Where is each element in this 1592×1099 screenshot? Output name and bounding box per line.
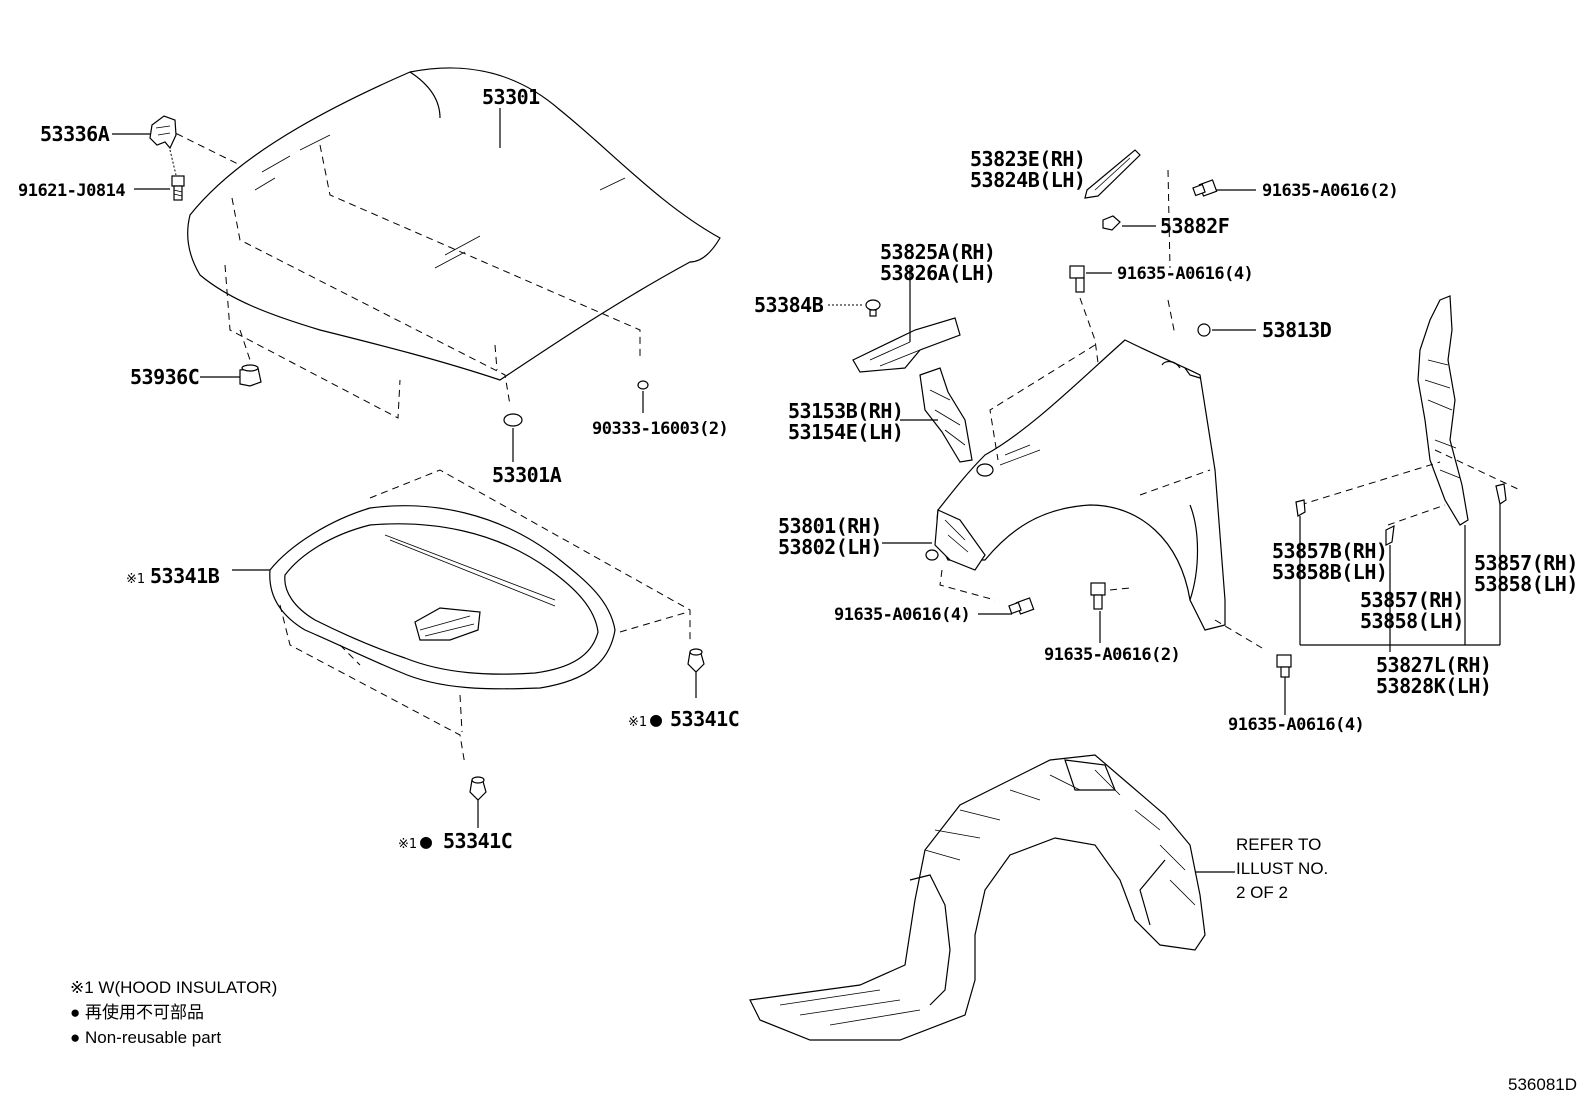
dot-nonreusable-2: ● [420, 829, 432, 853]
hood-grommet[interactable] [503, 413, 523, 427]
fender-nut[interactable] [1102, 215, 1121, 231]
label-53813d: 53813D [1262, 318, 1332, 342]
apron-clip-right[interactable] [1495, 483, 1507, 505]
fender-clip-small[interactable] [865, 299, 881, 317]
label-53826a: 53826A(LH) [880, 261, 995, 285]
label-53882f: 53882F [1160, 214, 1229, 238]
insulator-clip-bottom[interactable] [469, 776, 487, 801]
fender-bolt-lower-mid[interactable] [1090, 582, 1106, 610]
legend-nonreusable-ja: ● 再使用不可部品 [70, 1002, 204, 1022]
legend-nonreusable-en: ● Non-reusable part [70, 1028, 221, 1047]
hood-stay-bracket[interactable] [149, 115, 177, 150]
label-53341c-bottom: 53341C [443, 829, 512, 853]
label-53801: 53801(RH) [778, 514, 882, 538]
label-53153b: 53153B(RH) [788, 399, 903, 423]
fender-bolt-lower-left[interactable] [1008, 597, 1035, 615]
label-53823e: 53823E(RH) [970, 147, 1085, 171]
label-53936c: 53936C [130, 365, 199, 389]
label-53857b: 53857B(RH) [1272, 539, 1387, 563]
front-fender[interactable] [925, 339, 1226, 631]
label-53824b: 53824B(LH) [970, 168, 1085, 192]
label-91621-j0814: 91621-J0814 [18, 181, 125, 201]
label-53336a: 53336A [40, 122, 110, 146]
mark-w-insulator-1: ※1 [126, 572, 145, 587]
apron-clip-mid[interactable] [1385, 524, 1395, 546]
fender-apron-seal[interactable] [1417, 295, 1469, 526]
label-91635-a0616-upper: 91635-A0616(4) [1117, 264, 1253, 284]
label-91635-a0616-lower-mid: 91635-A0616(2) [1044, 645, 1180, 665]
hood-insulator[interactable] [269, 505, 616, 690]
label-53341c-right: 53341C [670, 707, 739, 731]
label-90333-16003: 90333-16003(2) [592, 419, 728, 439]
mark-w-insulator-3: ※1 [398, 837, 417, 852]
label-53858-right: 53858(LH) [1474, 572, 1578, 596]
fender-bolt-lower-right[interactable] [1276, 654, 1292, 678]
fender-liner[interactable] [749, 754, 1206, 1041]
drawing-id: 536081D [1508, 1075, 1577, 1094]
label-53384b: 53384B [754, 293, 824, 317]
label-53802: 53802(LH) [778, 535, 882, 559]
fender-clip[interactable] [1197, 323, 1211, 337]
label-53154e: 53154E(LH) [788, 420, 903, 444]
fender-bracket-side[interactable] [919, 367, 973, 463]
label-53857-mid: 53857(RH) [1360, 588, 1464, 612]
fender-bracket[interactable] [852, 317, 961, 373]
hood-cushion[interactable] [239, 364, 262, 387]
label-53858-mid: 53858(LH) [1360, 609, 1464, 633]
label-53341b: 53341B [150, 564, 220, 588]
hood-panel[interactable] [187, 67, 721, 381]
dot-nonreusable-1: ● [650, 707, 662, 731]
fender-seal[interactable] [1084, 149, 1141, 199]
label-91635-a0616-lower-right: 91635-A0616(4) [1228, 715, 1364, 735]
refer-line-3: 2 OF 2 [1236, 883, 1288, 902]
apron-clip-left[interactable] [1295, 499, 1306, 517]
fender-bolt-upper[interactable] [1069, 265, 1085, 293]
label-53827l: 53827L(RH) [1376, 653, 1491, 677]
label-53301: 53301 [482, 85, 540, 109]
label-53828k: 53828K(LH) [1376, 674, 1491, 698]
label-91635-a0616-lower-left: 91635-A0616(4) [834, 605, 970, 625]
refer-line-2: ILLUST NO. [1236, 859, 1328, 878]
label-91635-a0616-top: 91635-A0616(2) [1262, 181, 1398, 201]
fender-bolt-top[interactable] [1192, 179, 1218, 197]
insulator-clip-right[interactable] [687, 648, 705, 673]
hood-seal[interactable] [637, 380, 649, 390]
label-53301a: 53301A [492, 463, 562, 487]
label-53825a: 53825A(RH) [880, 240, 995, 264]
label-53858b: 53858B(LH) [1272, 560, 1387, 584]
label-53857-right: 53857(RH) [1474, 551, 1578, 575]
legend-w-insulator: ※1 W(HOOD INSULATOR) [70, 978, 277, 997]
refer-line-1: REFER TO [1236, 835, 1321, 854]
hood-bolt[interactable] [171, 175, 185, 201]
mark-w-insulator-2: ※1 [628, 715, 647, 730]
